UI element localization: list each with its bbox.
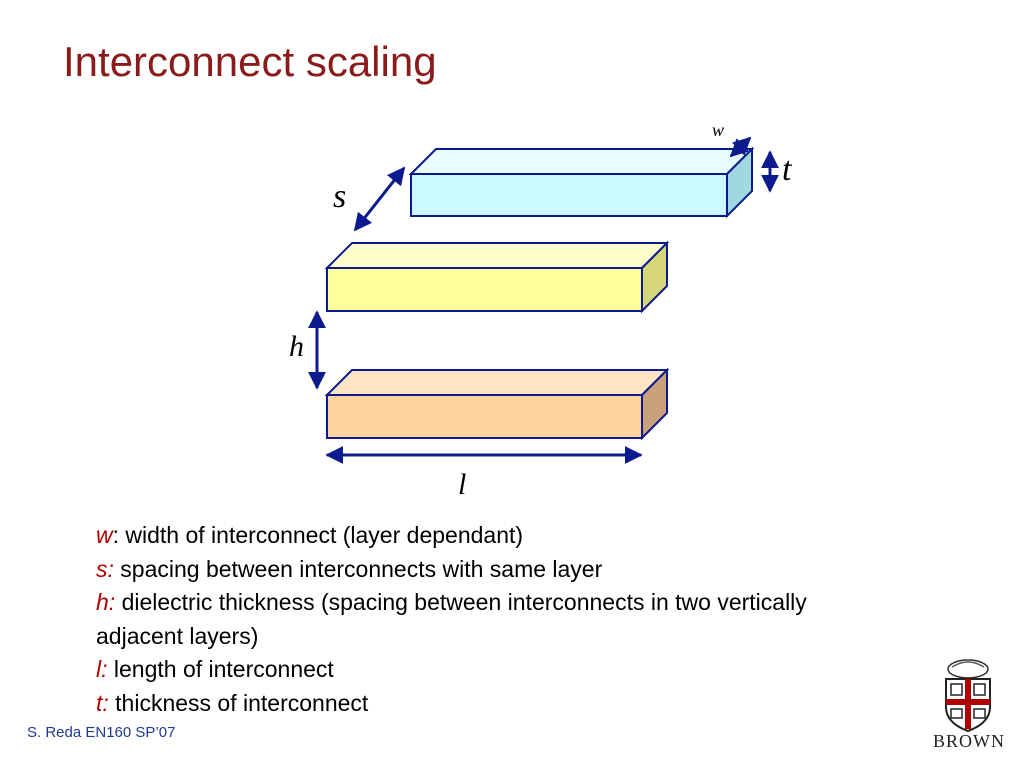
- definition-text: dielectric thickness (spacing between in…: [96, 589, 807, 649]
- definition-term: h:: [96, 589, 116, 615]
- definition-s: s: spacing between interconnects with sa…: [96, 553, 896, 587]
- slide-title: Interconnect scaling: [63, 38, 437, 85]
- brown-logo-text: BROWN: [933, 731, 1005, 751]
- definition-term: l:: [96, 656, 108, 682]
- brown-university-logo: [945, 659, 991, 733]
- definition-text: length of interconnect: [107, 656, 334, 682]
- l-label: l: [458, 468, 466, 501]
- definition-text: width of interconnect (layer dependant): [119, 522, 524, 548]
- definitions-list: w: width of interconnect (layer dependan…: [96, 519, 896, 720]
- middle-wire: [324, 240, 670, 314]
- definition-l: l: length of interconnect: [96, 653, 896, 687]
- t-label: t: [782, 151, 793, 188]
- definition-separator: :: [112, 522, 120, 548]
- definition-h: h: dielectric thickness (spacing between…: [96, 586, 896, 653]
- w-dimension-arrow: [729, 136, 752, 158]
- definition-term: s:: [96, 555, 114, 582]
- bottom-wire: [324, 367, 670, 441]
- definition-text: thickness of interconnect: [108, 689, 369, 716]
- definition-t: t: thickness of interconnect: [96, 687, 896, 721]
- w-label: w: [712, 120, 724, 140]
- definition-term: w: [96, 522, 113, 548]
- definition-term: t:: [96, 689, 109, 716]
- definition-w: w: width of interconnect (layer dependan…: [96, 519, 896, 553]
- top-wire: [408, 146, 755, 219]
- slide-footer: S. Reda EN160 SP’07: [27, 724, 176, 741]
- definition-text: spacing between interconnects with same …: [113, 555, 603, 582]
- s-dimension-arrow: [353, 166, 406, 232]
- s-label: s: [333, 178, 346, 215]
- h-label: h: [289, 330, 304, 363]
